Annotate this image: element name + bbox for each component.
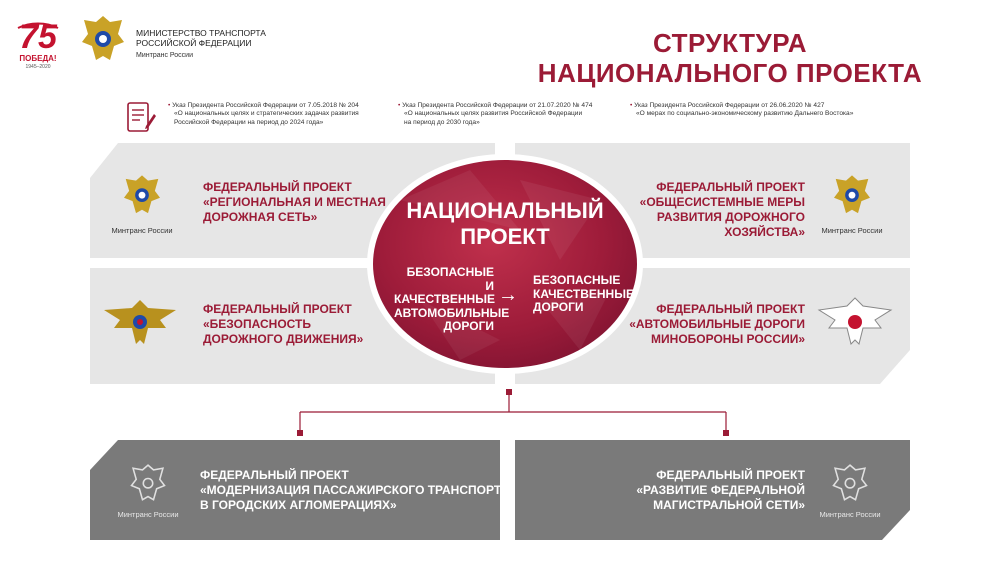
- project-line2: «БЕЗОПАСНОСТЬ: [203, 317, 311, 331]
- decree-bullet: •: [398, 102, 401, 109]
- decree-1-line2: «О национальных целях и стратегических з…: [174, 110, 359, 118]
- page-title-line1: СТРУКТУРА: [652, 28, 808, 58]
- ministry-line1: МИНИСТЕРСТВО ТРАНСПОРТА: [136, 28, 266, 38]
- logo-years-text: 1945–2020: [25, 64, 51, 70]
- project-road-safety: ФЕДЕРАЛЬНЫЙ ПРОЕКТ «БЕЗОПАСНОСТЬ ДОРОЖНО…: [203, 302, 363, 347]
- center-right-line3: ДОРОГИ: [533, 300, 584, 314]
- ministry-line2: РОССИЙСКОЙ ФЕДЕРАЦИИ: [136, 38, 252, 48]
- decree-1: • Указ Президента Российской Федерации о…: [168, 102, 359, 127]
- arrow-right-icon: →: [498, 284, 518, 306]
- center-right-line2: КАЧЕСТВЕННЫЕ: [533, 286, 634, 301]
- russian-eagle-icon: [830, 172, 874, 220]
- decree-3-line2: «О мерах по социально-экономическому раз…: [636, 110, 854, 118]
- decree-1-line1: Указ Президента Российской Федерации от …: [172, 102, 359, 109]
- victory-75-logo: 75 ПОБЕДА! 1945–2020: [12, 14, 64, 74]
- center-left-text: БЕЗОПАСНЫЕ И КАЧЕСТВЕННЫЕ АВТОМОБИЛЬНЫЕ …: [394, 265, 510, 334]
- page-title: СТРУКТУРА НАЦИОНАЛЬНОГО ПРОЕКТА: [520, 28, 940, 88]
- project-line2: «АВТОМОБИЛЬНЫЕ ДОРОГИ: [629, 317, 805, 331]
- decree-2-line2: «О национальных целях развития Российско…: [404, 110, 583, 118]
- center-right-line1: БЕЗОПАСНЫЕ: [533, 273, 621, 287]
- project-line4: ХОЗЯЙСТВА»: [724, 225, 805, 239]
- russian-eagle-icon: [120, 172, 164, 220]
- project-mod-roads: ФЕДЕРАЛЬНЫЙ ПРОЕКТ «АВТОМОБИЛЬНЫЕ ДОРОГИ…: [610, 302, 805, 347]
- emblem-label: Минтранс России: [111, 226, 173, 235]
- project-line3: РАЗВИТИЯ ДОРОЖНОГО: [656, 210, 805, 224]
- project-line3: ДОРОЖНОГО ДВИЖЕНИЯ»: [203, 332, 364, 346]
- center-title: НАЦИОНАЛЬНЫЙ ПРОЕКТ: [405, 198, 605, 250]
- decree-1-line3: Российской Федерации на период до 2024 г…: [174, 118, 324, 126]
- center-left-line2: И КАЧЕСТВЕННЫЕ: [394, 278, 495, 306]
- decree-bullet: •: [630, 102, 633, 109]
- ministry-short-name: Минтранс России: [136, 52, 193, 59]
- document-pen-icon: [124, 100, 158, 136]
- police-emblem-icon: [100, 294, 180, 350]
- project-trunk-network: ФЕДЕРАЛЬНЫЙ ПРОЕКТ «РАЗВИТИЕ ФЕДЕРАЛЬНОЙ…: [610, 468, 805, 513]
- emblem-label: Минтранс России: [821, 226, 883, 235]
- project-line1: ФЕДЕРАЛЬНЫЙ ПРОЕКТ: [203, 302, 352, 316]
- russian-eagle-icon: [830, 462, 870, 506]
- project-line3: МИНОБОРОНЫ РОССИИ»: [651, 332, 805, 346]
- project-line3: В ГОРОДСКИХ АГЛОМЕРАЦИЯХ»: [200, 498, 397, 512]
- ministry-name: МИНИСТЕРСТВО ТРАНСПОРТА РОССИЙСКОЙ ФЕДЕР…: [136, 28, 266, 48]
- project-line2: «ОБЩЕСИСТЕМНЫЕ МЕРЫ: [639, 195, 805, 209]
- project-passenger-transport: ФЕДЕРАЛЬНЫЙ ПРОЕКТ «МОДЕРНИЗАЦИЯ ПАССАЖИ…: [200, 468, 509, 513]
- decree-bullet: •: [168, 102, 171, 109]
- decree-3-line1: Указ Президента Российской Федерации от …: [634, 102, 825, 109]
- emblem-label: Минтранс России: [819, 510, 881, 519]
- project-line2: «РАЗВИТИЕ ФЕДЕРАЛЬНОЙ: [636, 483, 805, 497]
- project-line3: МАГИСТРАЛЬНОЙ СЕТИ»: [653, 498, 805, 512]
- page-title-line2: НАЦИОНАЛЬНОГО ПРОЕКТА: [537, 58, 923, 88]
- connector-node-right: [723, 430, 729, 436]
- ministry-emblem-icon: [80, 12, 126, 68]
- logo-victory-text: ПОБЕДА!: [19, 54, 57, 63]
- emblem-label: Минтранс России: [117, 510, 179, 519]
- connector-lines: [299, 392, 727, 432]
- center-left-line1: БЕЗОПАСНЫЕ: [406, 265, 494, 279]
- project-line1: ФЕДЕРАЛЬНЫЙ ПРОЕКТ: [656, 180, 805, 194]
- decree-3: • Указ Президента Российской Федерации о…: [630, 102, 853, 119]
- center-right-text: БЕЗОПАСНЫЕ КАЧЕСТВЕННЫЕ ДОРОГИ: [533, 273, 634, 315]
- decree-2-line3: на период до 2030 года»: [404, 118, 480, 126]
- mod-emblem-icon: [815, 292, 895, 350]
- decree-2-line1: Указ Президента Российской Федерации от …: [402, 102, 593, 109]
- decree-2: • Указ Президента Российской Федерации о…: [398, 102, 592, 127]
- project-line2: «РЕГИОНАЛЬНАЯ И МЕСТНАЯ: [203, 195, 386, 209]
- connector-node-left: [297, 430, 303, 436]
- center-left-line3: АВТОМОБИЛЬНЫЕ: [394, 305, 510, 320]
- center-left-line4: ДОРОГИ: [443, 319, 495, 333]
- center-facets: [400, 170, 610, 360]
- center-ellipse: [373, 160, 637, 368]
- center-title-line1: НАЦИОНАЛЬНЫЙ: [406, 198, 604, 223]
- center-title-line2: ПРОЕКТ: [460, 224, 550, 249]
- project-line1: ФЕДЕРАЛЬНЫЙ ПРОЕКТ: [656, 302, 805, 316]
- russian-eagle-icon: [128, 462, 168, 506]
- connector-node-top: [506, 389, 512, 395]
- project-line1: ФЕДЕРАЛЬНЫЙ ПРОЕКТ: [656, 468, 805, 482]
- project-line3: ДОРОЖНАЯ СЕТЬ»: [203, 210, 318, 224]
- project-line2: «МОДЕРНИЗАЦИЯ ПАССАЖИРСКОГО ТРАНСПОРТА: [200, 483, 510, 497]
- project-regional-roads: ФЕДЕРАЛЬНЫЙ ПРОЕКТ «РЕГИОНАЛЬНАЯ И МЕСТН…: [203, 180, 386, 225]
- project-line1: ФЕДЕРАЛЬНЫЙ ПРОЕКТ: [200, 468, 349, 482]
- panel-bottom-left: [90, 440, 500, 540]
- project-system-measures: ФЕДЕРАЛЬНЫЙ ПРОЕКТ «ОБЩЕСИСТЕМНЫЕ МЕРЫ Р…: [610, 180, 805, 240]
- panel-bottom-right: [515, 440, 910, 540]
- project-line1: ФЕДЕРАЛЬНЫЙ ПРОЕКТ: [203, 180, 352, 194]
